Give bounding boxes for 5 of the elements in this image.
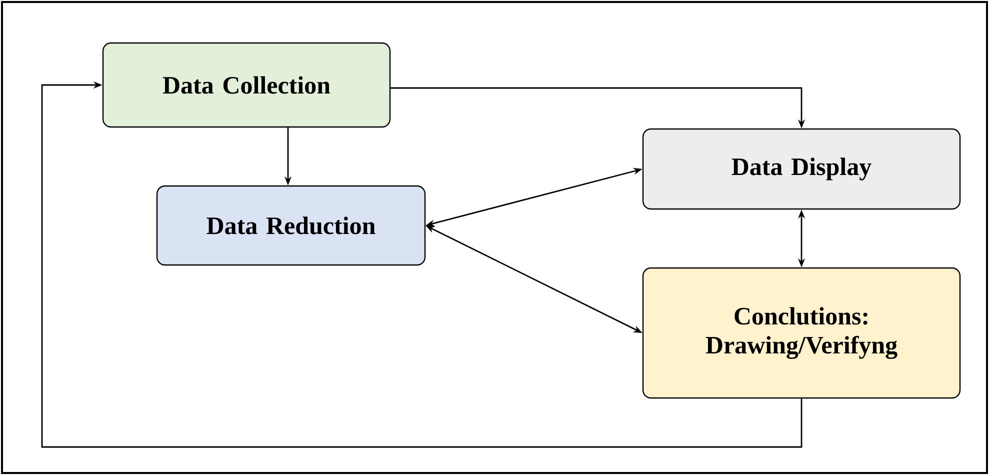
process-box: Data Reduction [156,185,426,266]
process-box: Data Display [642,128,961,210]
process-box: Conclutions: Drawing/Verifyng [642,267,961,399]
process-box: Data Collection [102,42,391,128]
arrow [41,81,802,448]
